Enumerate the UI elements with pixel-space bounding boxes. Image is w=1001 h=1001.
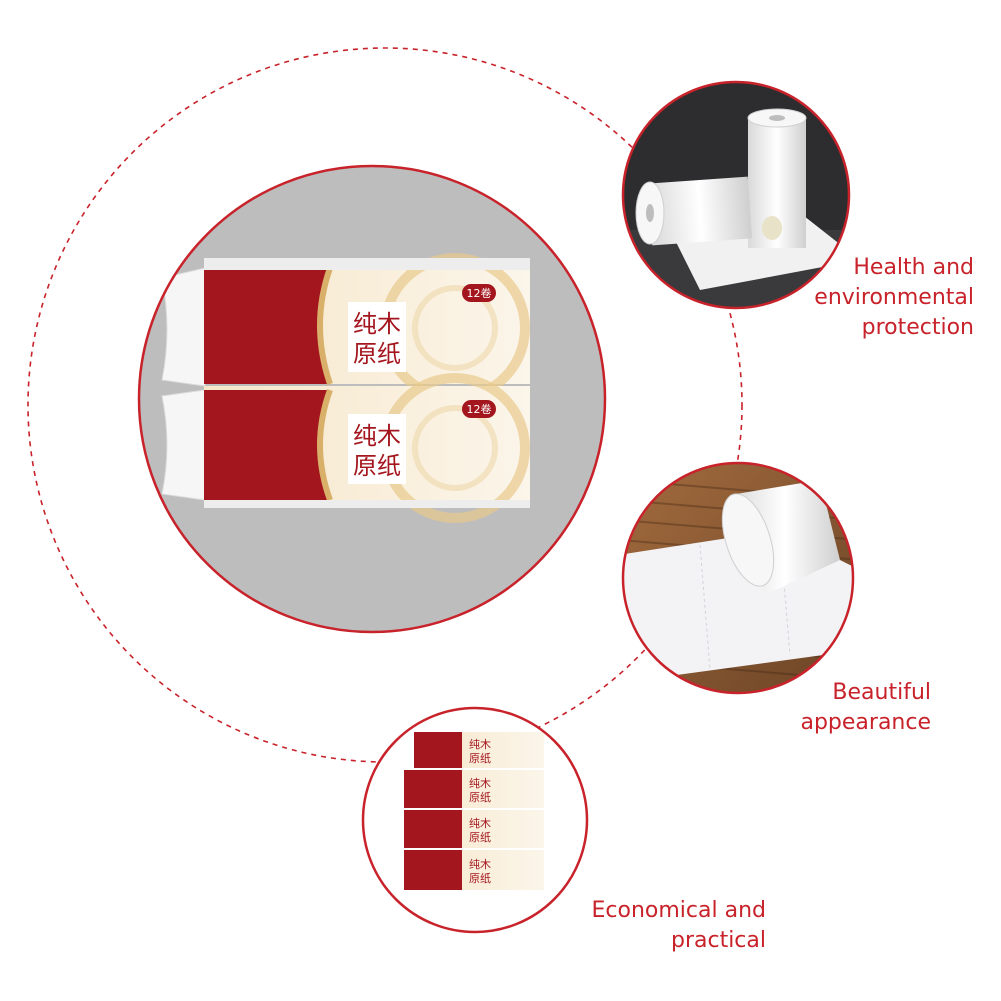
- count-badge-bottom: 12卷: [462, 400, 496, 418]
- caption-health: Health and environmental protection: [814, 255, 974, 340]
- caption-economical: Economical and practical: [591, 898, 766, 953]
- main-product-circle: 纯木 原纸 12卷: [137, 164, 607, 634]
- svg-text:纯木: 纯木: [469, 858, 491, 871]
- appearance-photo-circle: [621, 461, 855, 695]
- svg-text:纯木: 纯木: [469, 817, 491, 830]
- economical-photo-circle: 纯木 原纸 纯木 原纸 纯木 原纸: [361, 706, 589, 934]
- svg-text:12卷: 12卷: [467, 402, 492, 416]
- svg-text:原纸: 原纸: [353, 452, 401, 480]
- svg-text:纯木: 纯木: [469, 777, 491, 790]
- brand-label-top: 纯木 原纸: [348, 302, 406, 372]
- caption-appearance: Beautiful appearance: [800, 680, 931, 735]
- svg-text:原纸: 原纸: [353, 340, 401, 368]
- svg-text:原纸: 原纸: [469, 872, 491, 885]
- svg-text:12卷: 12卷: [467, 286, 492, 300]
- tissue-pack-bottom: 纯木 原纸 12卷: [161, 373, 530, 523]
- svg-text:纯木: 纯木: [469, 738, 491, 751]
- health-photo-circle: [621, 80, 851, 310]
- brand-label-bottom: 纯木 原纸: [348, 414, 406, 484]
- count-badge-top: 12卷: [462, 284, 496, 302]
- svg-text:原纸: 原纸: [469, 791, 491, 804]
- svg-text:纯木: 纯木: [353, 310, 401, 338]
- svg-text:原纸: 原纸: [469, 752, 491, 765]
- svg-text:纯木: 纯木: [353, 422, 401, 450]
- stacked-packs: 纯木 原纸 纯木 原纸 纯木 原纸: [404, 732, 544, 890]
- svg-text:原纸: 原纸: [469, 831, 491, 844]
